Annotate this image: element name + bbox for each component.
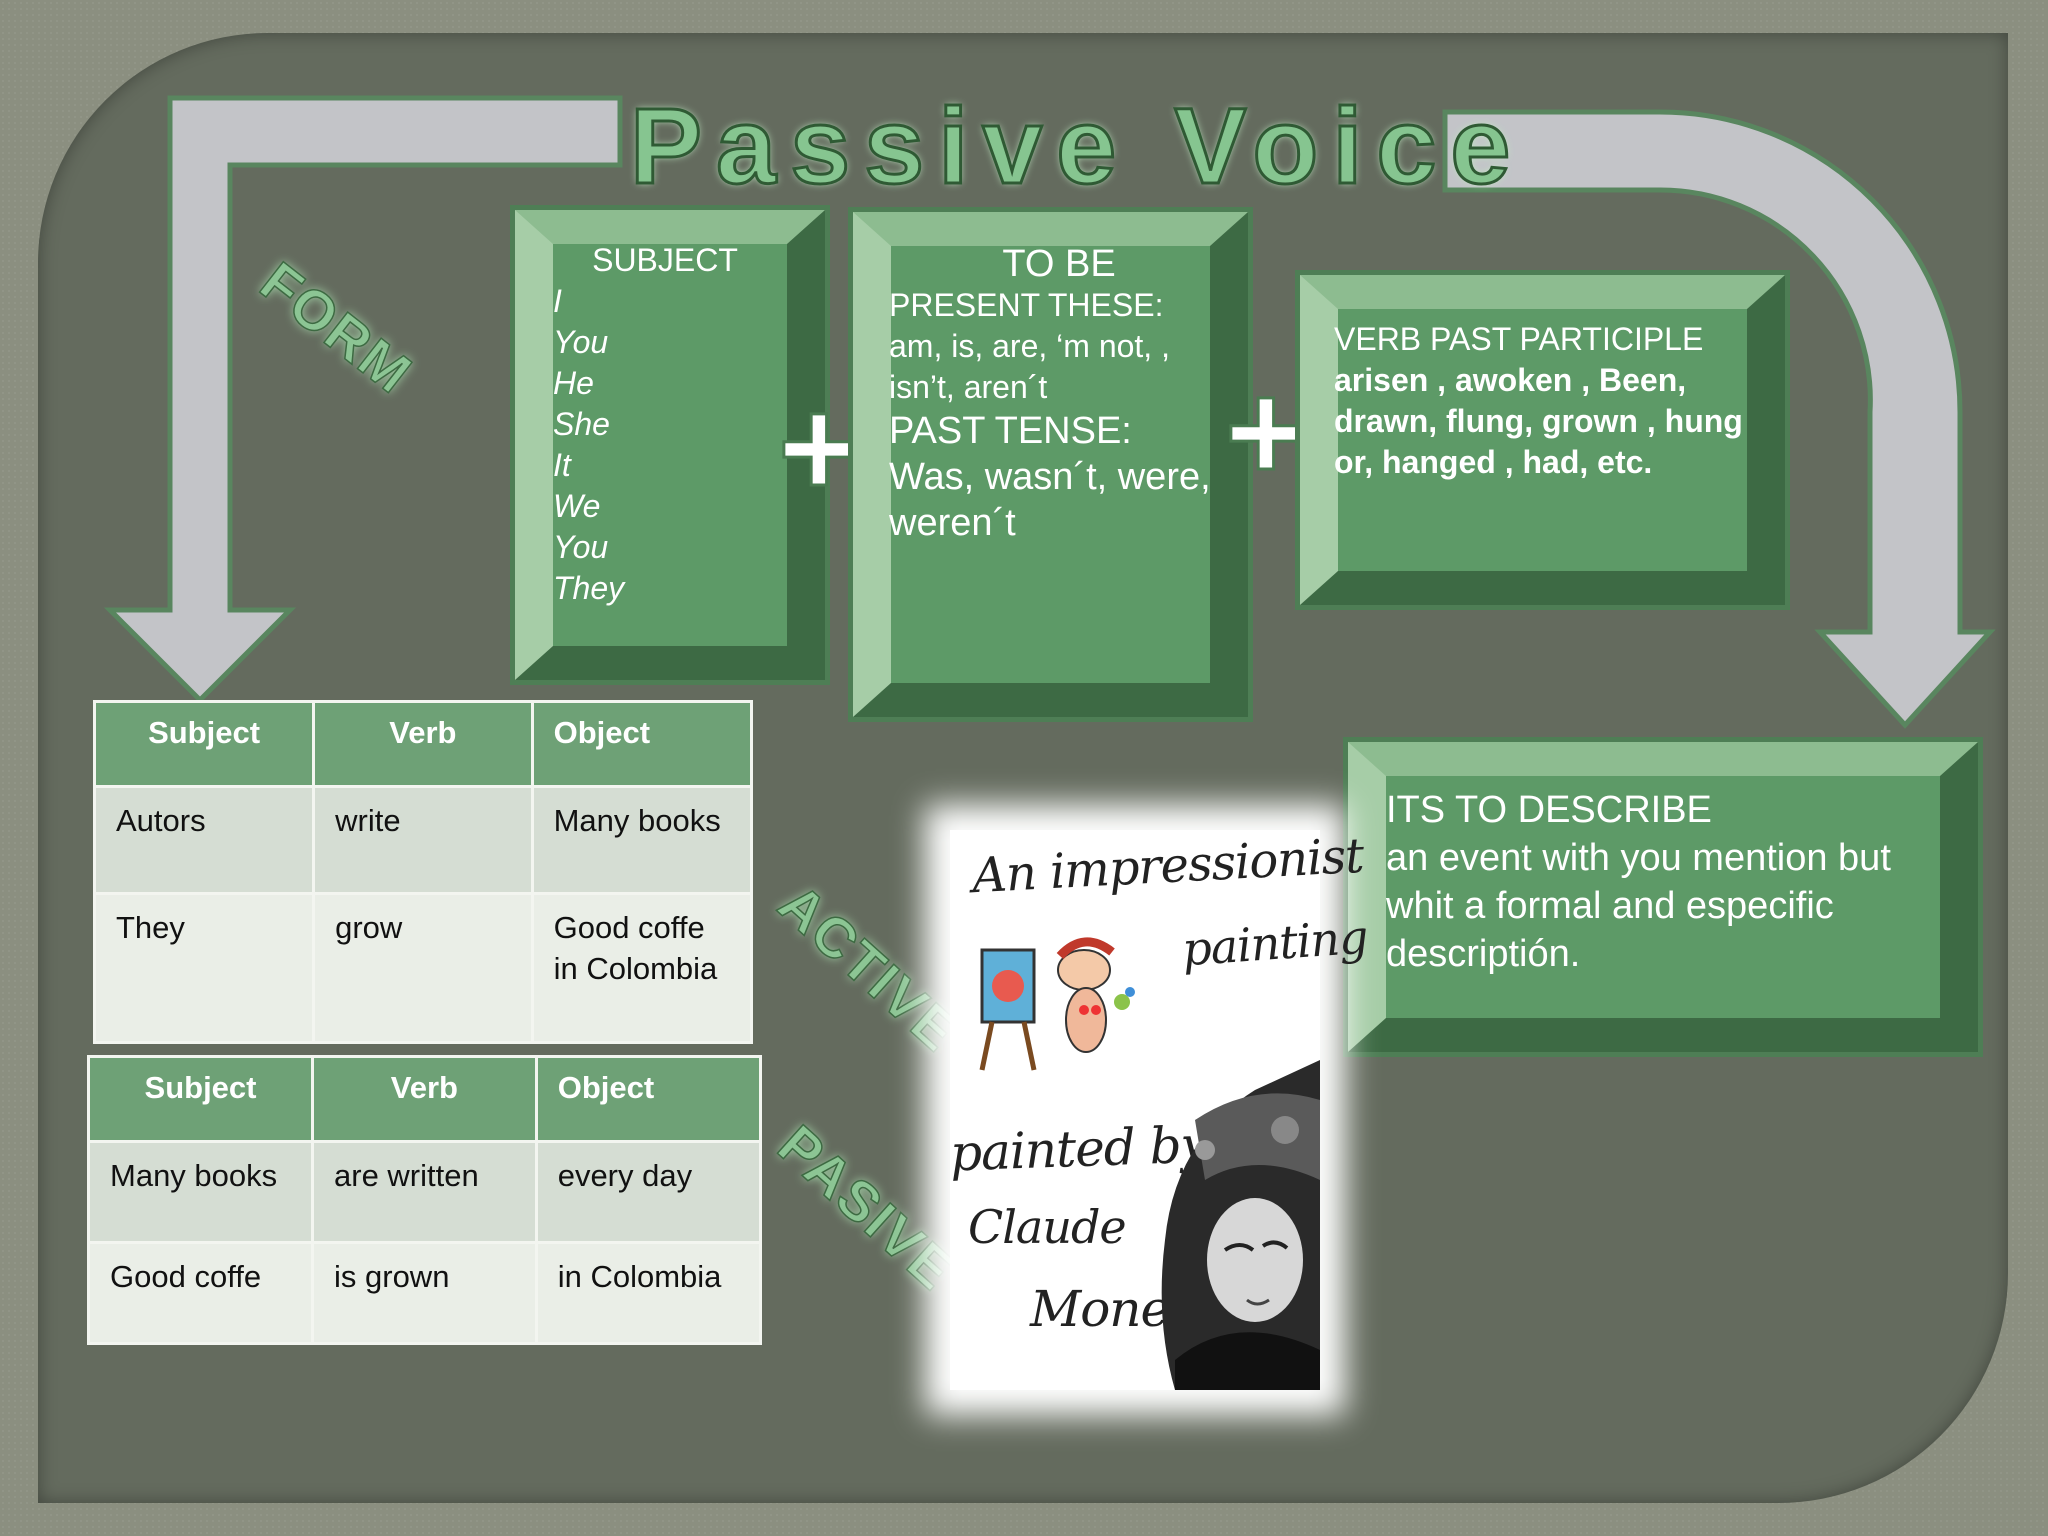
table-cell: every day: [534, 1140, 763, 1244]
monet-illustration: An impressionist painting painted by Cla…: [949, 828, 1369, 1390]
participle-heading: VERB PAST PARTICIPLE: [1334, 321, 1704, 357]
active-table: Subject Verb Object Autors write Many bo…: [92, 700, 754, 1044]
to-be-heading: TO BE: [1002, 243, 1116, 285]
table-header: Subject: [92, 700, 316, 788]
participle-examples: arisen , awoken , Been, drawn, flung, gr…: [1334, 362, 1743, 480]
to-be-box: TO BE PRESENT THESE: am, is, are, ‘m not…: [853, 212, 1248, 717]
plus-icon: +: [777, 369, 862, 526]
pronoun-item: We: [553, 488, 601, 524]
table-cell: write: [312, 785, 534, 895]
table-cell: is grown: [311, 1241, 538, 1345]
table-cell: Many books: [530, 785, 754, 895]
table-header: Subject: [87, 1055, 314, 1143]
subject-heading: SUBJECT: [592, 242, 738, 278]
subject-box: SUBJECT I You He She It We You They: [515, 210, 825, 680]
table-header-row: Subject Verb Object: [92, 700, 754, 788]
caption-line: Claude: [968, 1200, 1127, 1254]
passive-table: Subject Verb Object Many books are writt…: [87, 1055, 763, 1345]
plus-icon: +: [1224, 353, 1309, 510]
table-cell: Autors: [92, 785, 316, 895]
page-title: Passive Voice: [629, 85, 1525, 206]
woman-portrait: [1135, 1060, 1320, 1390]
table-cell: Many books: [87, 1140, 314, 1244]
table-header: Object: [534, 1055, 763, 1143]
table-cell: Good coffe: [87, 1241, 314, 1345]
pronoun-item: I: [553, 283, 562, 319]
pronoun-item: It: [553, 447, 571, 483]
table-cell: in Colombia: [534, 1241, 763, 1345]
pronoun-item: He: [553, 365, 594, 401]
form-arrow: [103, 95, 623, 704]
pronoun-item: You: [553, 529, 609, 565]
pronoun-item: You: [553, 324, 609, 360]
table-cell: are written: [311, 1140, 538, 1244]
describe-box: ITS TO DESCRIBE an event with you mentio…: [1348, 742, 1978, 1052]
table-header: Verb: [312, 700, 534, 788]
describe-body: an event with you mention but whit a for…: [1386, 837, 1891, 975]
table-header: Object: [530, 700, 754, 788]
table-cell: They: [92, 892, 316, 1044]
table-cell: Good coffe in Colombia: [530, 892, 754, 1044]
pronoun-item: She: [553, 406, 610, 442]
pronoun-item: They: [553, 570, 625, 606]
table-header: Verb: [311, 1055, 538, 1143]
pronoun-list: I You He She It We You They: [553, 281, 777, 609]
table-cell: grow: [312, 892, 534, 1044]
table-row: Good coffe is grown in Colombia: [87, 1241, 763, 1345]
past-label: PAST TENSE:: [889, 410, 1132, 452]
table-row: They grow Good coffe in Colombia: [92, 892, 754, 1044]
present-forms: am, is, are, ‘m not, , isn’t, aren´t: [889, 328, 1170, 405]
caption-line: An impressionist: [970, 827, 1365, 905]
table-row: Autors write Many books: [92, 785, 754, 895]
present-label: PRESENT THESE:: [889, 287, 1164, 323]
table-header-row: Subject Verb Object: [87, 1055, 763, 1143]
participle-box: VERB PAST PARTICIPLE arisen , awoken , B…: [1300, 275, 1785, 605]
describe-arrow: [1442, 109, 1996, 729]
describe-heading: ITS TO DESCRIBE: [1386, 789, 1712, 831]
past-forms: Was, wasn´t, were, weren´t: [889, 456, 1211, 544]
table-row: Many books are written every day: [87, 1140, 763, 1244]
painter-cartoon: [972, 930, 1142, 1080]
